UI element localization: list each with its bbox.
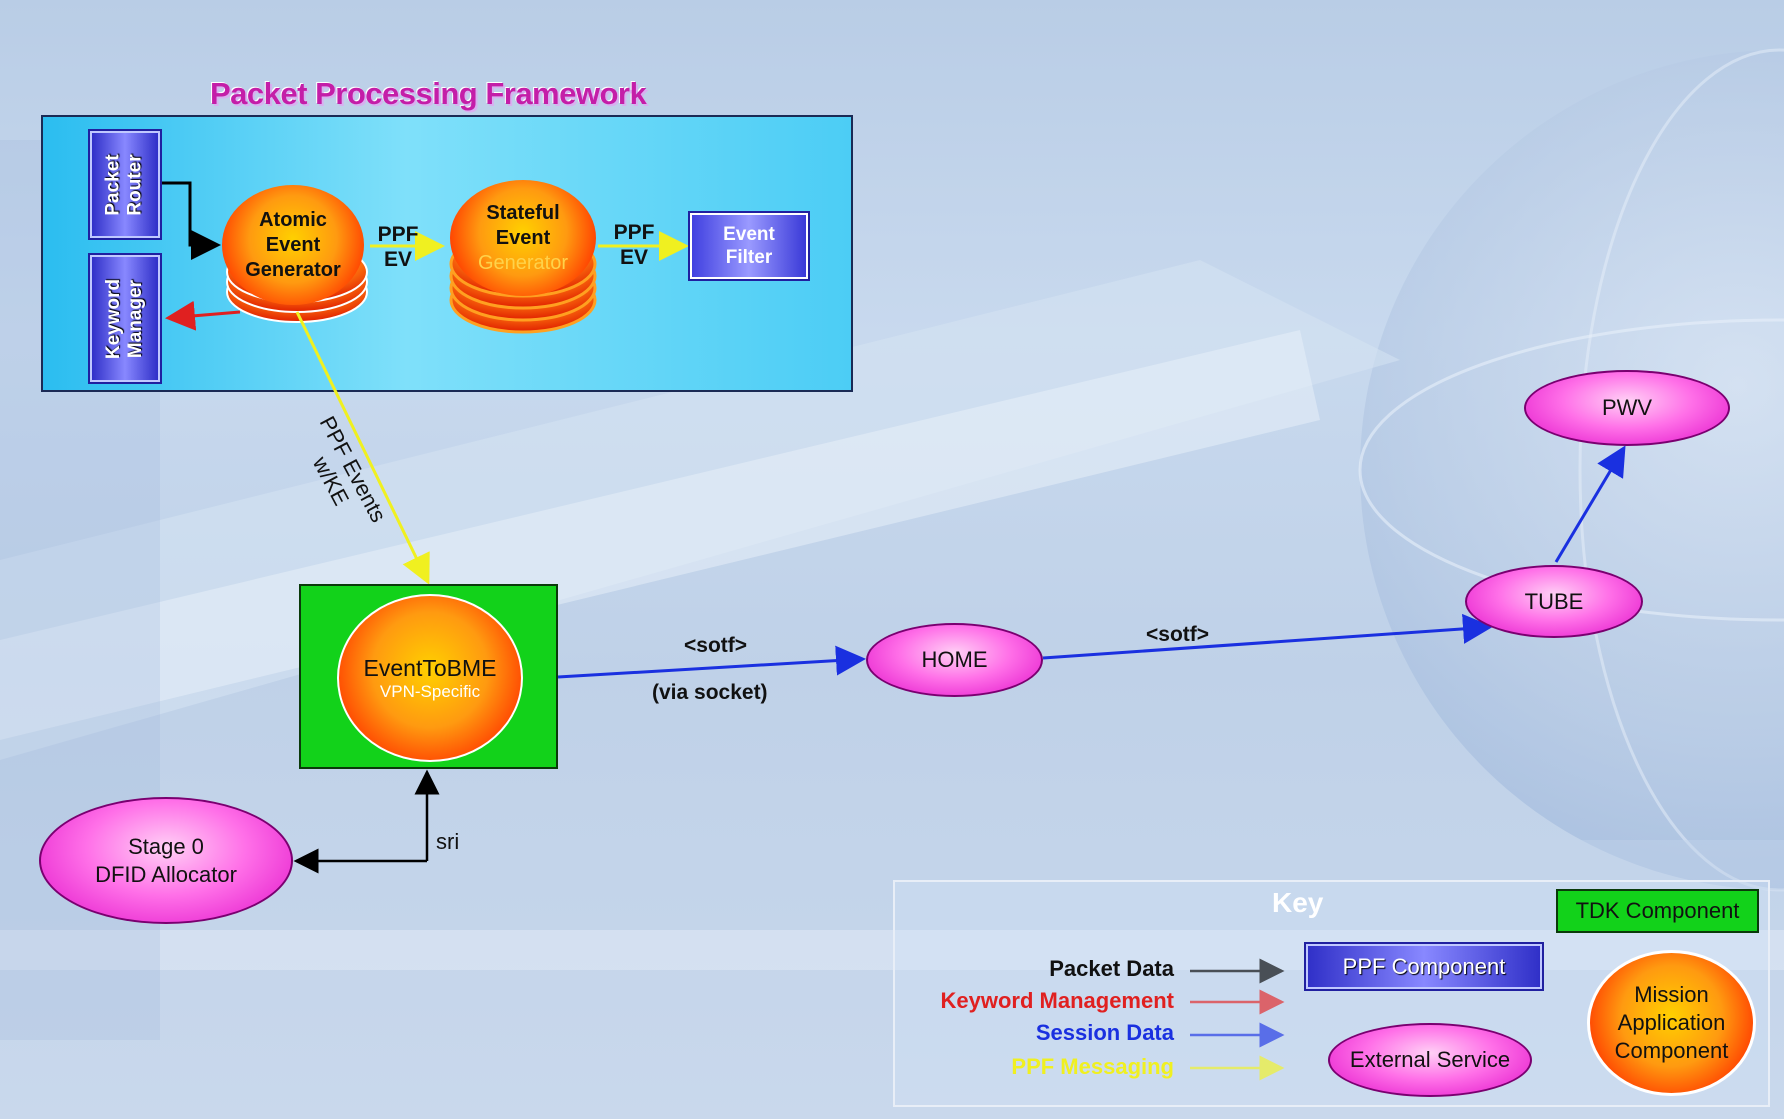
event-filter-line-2: Filter [725, 247, 773, 268]
event-to-bme-subtitle: VPN-Specific [379, 682, 481, 701]
atomic-line-1: Atomic [259, 208, 327, 231]
pwv-node: PWV [1524, 370, 1730, 446]
atomic-line-2: Event [265, 233, 321, 256]
key-ppf-component: PPF Component [1306, 944, 1542, 989]
key-session-data: Session Data [1035, 1020, 1174, 1045]
ppf-events-arrow [295, 311, 430, 585]
packet-data-arrow [162, 181, 221, 260]
sotf-label-1: <sotf> [684, 634, 748, 657]
stateful-line-2: Event [495, 226, 551, 249]
key-ppf-messaging: PPF Messaging [1011, 1054, 1174, 1079]
home-node: HOME [866, 623, 1043, 697]
session-arrow-home [557, 645, 866, 679]
ppf-ev-2-line-1: PPF [613, 221, 655, 244]
stage0-line-1: Stage 0 [128, 833, 204, 859]
keyword-manager-box: Keyword Manager [90, 255, 160, 382]
stage0-node: Stage 0 DFID Allocator [39, 797, 293, 924]
key-tdk-component: TDK Component [1556, 889, 1759, 933]
event-to-bme-orb: EventToBME VPN-Specific [337, 594, 523, 762]
keyword-management-arrow [165, 300, 241, 331]
session-arrow-tube [1042, 613, 1493, 660]
mission-line-3: Component [1614, 1038, 1729, 1063]
ppf-ev-label-2: PPF EV [608, 220, 660, 270]
stage0-line-2: DFID Allocator [95, 861, 237, 887]
key-packet-data: Packet Data [1049, 956, 1174, 981]
key-title: Key [1272, 887, 1324, 918]
ppf-ev-1-line-1: PPF [377, 223, 419, 246]
event-to-bme-title: EventToBME [363, 655, 497, 681]
tube-node: TUBE [1465, 565, 1643, 638]
diagram-title: Packet Processing Framework [210, 76, 647, 111]
mission-line-1: Mission [1634, 982, 1709, 1007]
ppf-ev-1-line-2: EV [383, 248, 412, 271]
event-filter-box: Event Filter [690, 213, 808, 279]
key-mission-component: Mission Application Component [1587, 950, 1756, 1096]
session-arrow-pwv [1554, 445, 1626, 563]
key-keyword-management: Keyword Management [940, 988, 1175, 1013]
key-external-service: External Service [1328, 1023, 1532, 1097]
mission-line-2: Application [1617, 1010, 1726, 1035]
event-filter-line-1: Event [723, 224, 775, 245]
stateful-line-1: Stateful [486, 201, 560, 224]
sri-label: sri [436, 829, 460, 854]
atomic-line-3: Generator [245, 258, 341, 281]
atomic-event-generator: Atomic Event Generator [222, 185, 364, 305]
ppf-ev-label-1: PPF EV [372, 222, 424, 272]
stateful-line-3: Generator [477, 251, 569, 274]
via-socket-label: (via socket) [652, 681, 768, 704]
ppf-ev-2-line-2: EV [619, 246, 648, 269]
sotf-label-2: <sotf> [1146, 623, 1210, 646]
packet-router-box: Packet Router [90, 131, 160, 238]
stateful-event-generator: Stateful Event Generator [450, 180, 596, 296]
